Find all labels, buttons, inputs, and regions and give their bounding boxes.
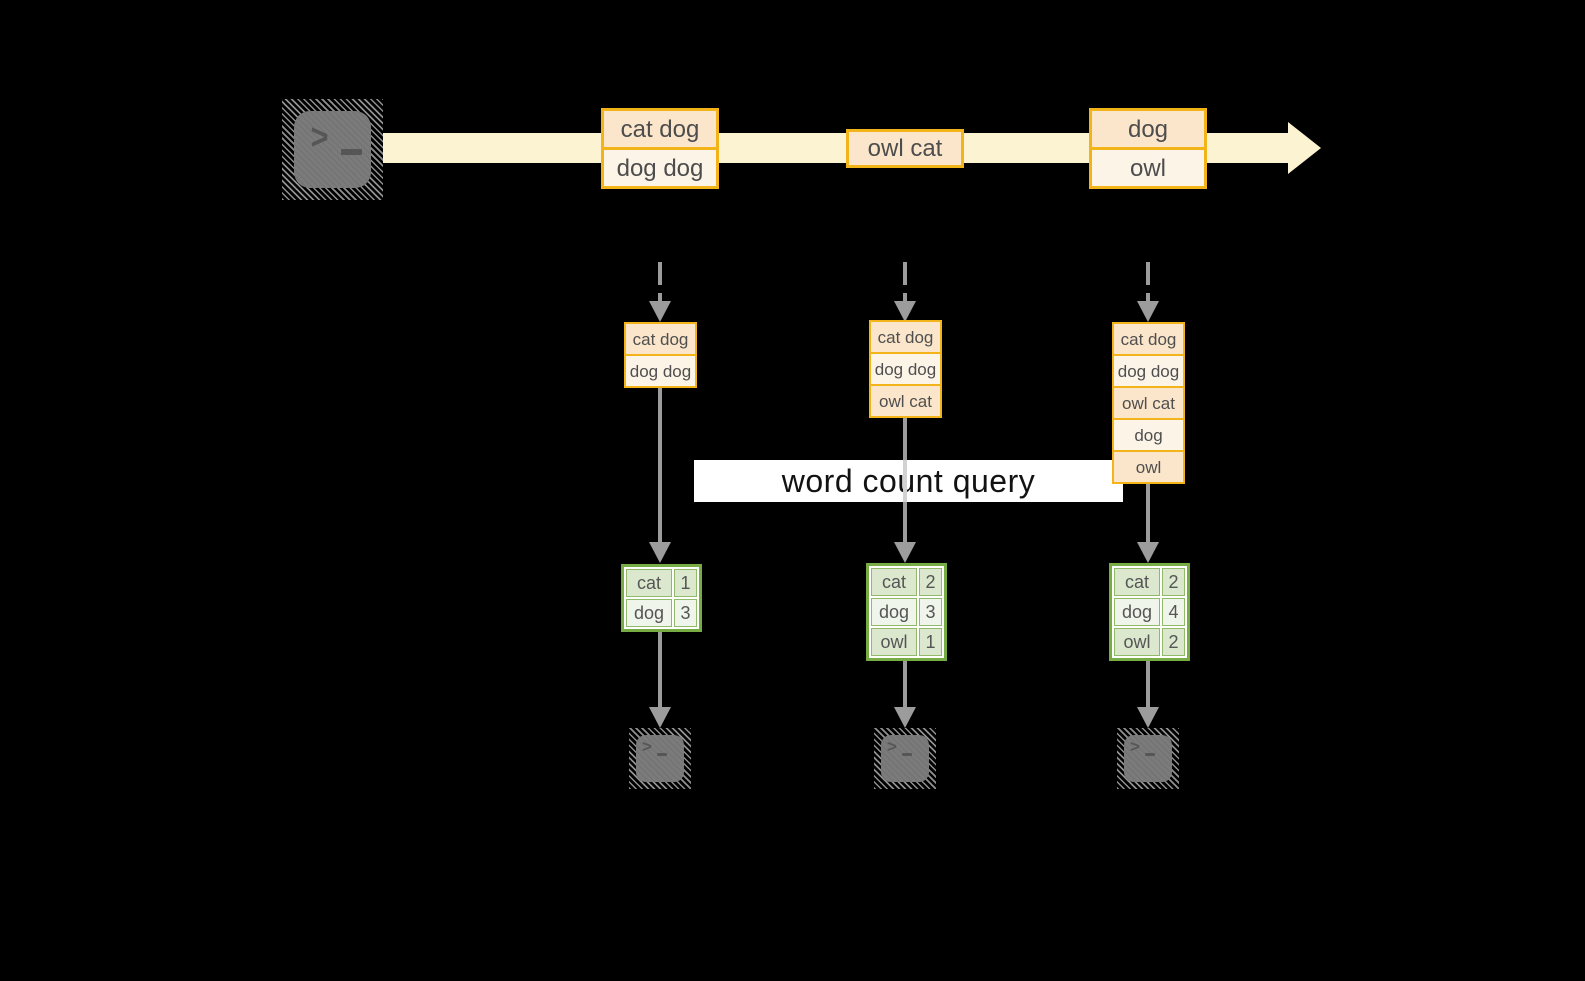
- arrow-line: [1146, 484, 1150, 543]
- arrow-through-banner: [903, 460, 907, 502]
- count-word-cell: cat: [1114, 568, 1160, 596]
- prompt-underscore-icon: [657, 753, 667, 756]
- count-word-cell: dog: [871, 598, 917, 626]
- arrow-line: [903, 661, 907, 708]
- count-value-cell: 2: [1162, 568, 1185, 596]
- stream-event-2: owl cat: [846, 129, 964, 168]
- prompt-chevron-icon: >: [642, 737, 652, 756]
- prompt-chevron-icon: >: [310, 116, 329, 157]
- count-word-cell: cat: [871, 568, 917, 596]
- dashed-arrow: [658, 262, 662, 285]
- prompt-underscore-icon: [902, 753, 912, 756]
- event-cell: dog: [1092, 111, 1204, 147]
- count-value-cell: 1: [674, 569, 697, 597]
- table-row: cat 2: [1114, 568, 1185, 596]
- arrow-down-icon: [894, 707, 916, 728]
- count-value-cell: 3: [919, 598, 942, 626]
- arrow-down-icon: [894, 301, 916, 322]
- count-word-cell: owl: [871, 628, 917, 656]
- arrow-down-icon: [649, 301, 671, 322]
- buffer-stack-2: cat dog dog dog owl cat: [869, 320, 942, 418]
- dashed-arrow: [1146, 293, 1150, 302]
- dashed-arrow: [658, 293, 662, 302]
- stream-event-1: cat dog dog dog: [601, 108, 719, 189]
- count-table-1: cat 1 dog 3: [621, 564, 702, 632]
- terminal-prompt-icon: >: [1124, 735, 1172, 782]
- terminal-prompt-icon: >: [294, 111, 371, 188]
- dashed-arrow: [1146, 262, 1150, 285]
- arrow-down-icon: [649, 707, 671, 728]
- table-row: cat 1: [626, 569, 697, 597]
- buffer-cell: cat dog: [1114, 324, 1183, 354]
- buffer-cell: dog dog: [871, 352, 940, 384]
- buffer-cell: cat dog: [871, 322, 940, 352]
- prompt-chevron-icon: >: [1130, 737, 1140, 756]
- buffer-stack-1: cat dog dog dog: [624, 322, 697, 388]
- count-value-cell: 2: [1162, 628, 1185, 656]
- dashed-arrow: [903, 262, 907, 285]
- buffer-stack-3: cat dog dog dog owl cat dog owl: [1112, 322, 1185, 484]
- count-word-cell: owl: [1114, 628, 1160, 656]
- arrow-line: [658, 388, 662, 543]
- arrow-down-icon: [1137, 542, 1159, 563]
- output-terminal-icon: >: [629, 728, 691, 789]
- count-value-cell: 1: [919, 628, 942, 656]
- dashed-arrow: [903, 293, 907, 302]
- event-cell: dog dog: [604, 147, 716, 186]
- count-table-2: cat 2 dog 3 owl 1: [866, 563, 947, 661]
- arrow-down-icon: [1137, 301, 1159, 322]
- arrow-down-icon: [649, 542, 671, 563]
- count-value-cell: 2: [919, 568, 942, 596]
- prompt-underscore-icon: [341, 149, 362, 155]
- buffer-cell: owl cat: [1114, 386, 1183, 418]
- table-row: dog 3: [871, 598, 942, 626]
- arrow-down-icon: [1137, 707, 1159, 728]
- table-row: cat 2: [871, 568, 942, 596]
- event-cell: owl cat: [849, 132, 961, 165]
- buffer-cell: dog dog: [1114, 354, 1183, 386]
- stream-event-3: dog owl: [1089, 108, 1207, 189]
- buffer-cell: owl cat: [871, 384, 940, 416]
- output-terminal-icon: >: [874, 728, 936, 789]
- query-banner: word count query: [694, 460, 1123, 502]
- table-row: dog 3: [626, 599, 697, 627]
- count-word-cell: dog: [626, 599, 672, 627]
- count-word-cell: cat: [626, 569, 672, 597]
- prompt-chevron-icon: >: [887, 737, 897, 756]
- buffer-cell: dog dog: [626, 354, 695, 386]
- table-row: dog 4: [1114, 598, 1185, 626]
- buffer-cell: owl: [1114, 450, 1183, 482]
- prompt-underscore-icon: [1145, 753, 1155, 756]
- terminal-prompt-icon: >: [881, 735, 929, 782]
- arrow-line: [1146, 661, 1150, 708]
- arrow-line: [658, 632, 662, 708]
- count-value-cell: 4: [1162, 598, 1185, 626]
- event-cell: cat dog: [604, 111, 716, 147]
- output-terminal-icon: >: [1117, 728, 1179, 789]
- buffer-cell: cat dog: [626, 324, 695, 354]
- table-row: owl 1: [871, 628, 942, 656]
- event-cell: owl: [1092, 147, 1204, 186]
- query-banner-label: word count query: [781, 462, 1036, 499]
- terminal-prompt-icon: >: [636, 735, 684, 782]
- arrow-down-icon: [894, 542, 916, 563]
- table-row: owl 2: [1114, 628, 1185, 656]
- right-arrow-icon: [1288, 122, 1321, 174]
- source-terminal-icon: >: [282, 99, 383, 200]
- count-word-cell: dog: [1114, 598, 1160, 626]
- buffer-cell: dog: [1114, 418, 1183, 450]
- count-table-3: cat 2 dog 4 owl 2: [1109, 563, 1190, 661]
- count-value-cell: 3: [674, 599, 697, 627]
